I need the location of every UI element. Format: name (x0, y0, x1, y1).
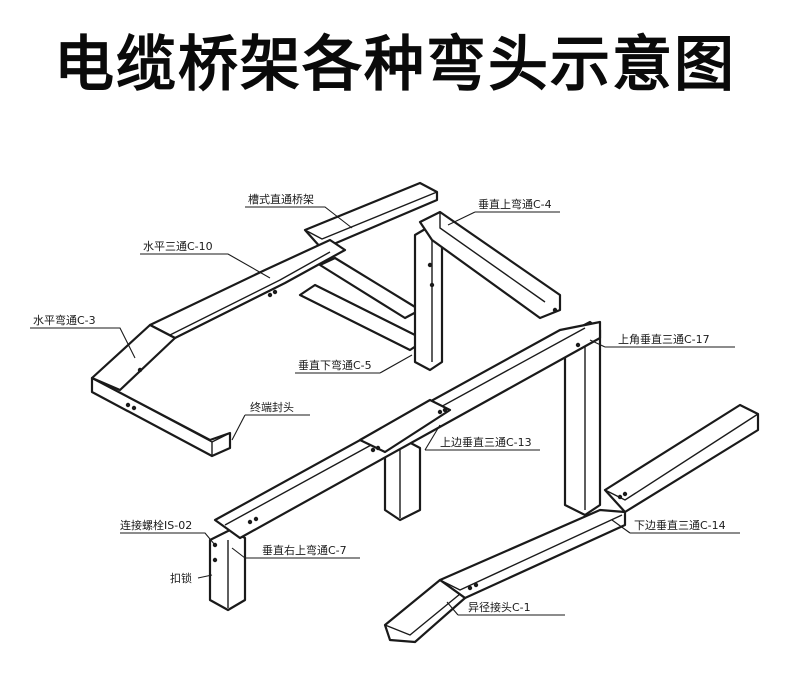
lower-tray-run (383, 403, 760, 644)
label-connecting-bolt: 连接螺栓IS-02 (120, 518, 192, 532)
label-lock: 扣锁 (170, 571, 192, 585)
leader-lines (30, 206, 740, 616)
vertical-risers (208, 210, 602, 612)
label-end-cap: 终端封头 (250, 400, 294, 414)
bolt-markers (125, 262, 628, 591)
label-straight-tray: 槽式直通桥架 (248, 192, 314, 206)
label-lower-side-tee: 下边垂直三通C-14 (634, 518, 726, 532)
label-vertical-down-bend: 垂直下弯通C-5 (298, 358, 372, 372)
label-vertical-right-up-bend: 垂直右上弯通C-7 (262, 543, 347, 557)
label-upper-corner-tee: 上角垂直三通C-17 (618, 332, 710, 346)
page-title: 电缆桥架各种弯头示意图 (54, 30, 736, 100)
upper-tray-run (90, 181, 439, 458)
label-horizontal-tee: 水平三通C-10 (143, 240, 213, 253)
label-vertical-up-bend: 垂直上弯通C-4 (478, 197, 552, 211)
middle-tray-run (213, 320, 602, 540)
label-upper-side-tee: 上边垂直三通C-13 (440, 435, 532, 449)
label-reducer: 异径接头C-1 (468, 601, 531, 614)
label-horizontal-bend: 水平弯通C-3 (33, 313, 96, 327)
